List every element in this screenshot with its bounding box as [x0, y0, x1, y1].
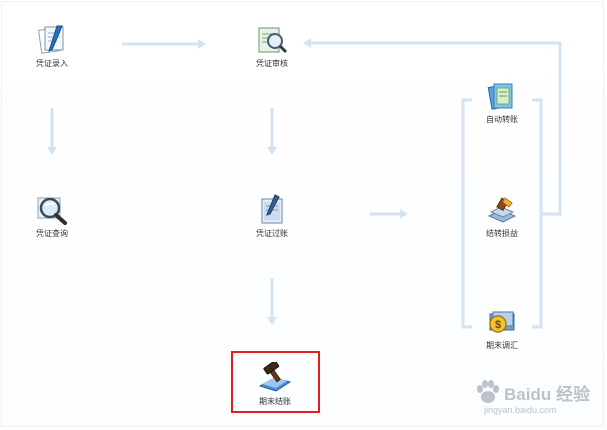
period-close-icon — [258, 362, 292, 392]
node-label: 期末结账 — [259, 397, 291, 406]
arrow-return-to-review — [311, 41, 562, 216]
baidu-jingyan-watermark: Baidu 经验 jingyan.baidu.com — [474, 376, 602, 424]
node-label: 凭证审核 — [256, 59, 288, 68]
node-profit-loss-transfer[interactable]: 结转损益 — [467, 194, 537, 239]
node-voucher-entry[interactable]: 凭证录入 — [17, 24, 87, 69]
paw-logo-icon — [477, 380, 499, 403]
node-auto-transfer[interactable]: 自动转账 — [467, 80, 537, 125]
voucher-entry-icon — [37, 25, 64, 54]
node-label: 凭证查询 — [36, 229, 68, 238]
node-label: 结转损益 — [486, 229, 518, 238]
highlight-box — [231, 351, 320, 413]
node-period-end-close[interactable]: 期末结账 — [240, 362, 310, 407]
svg-text:$: $ — [495, 319, 501, 331]
voucher-query-icon — [37, 197, 67, 225]
exchange-adjust-icon: $ — [489, 311, 515, 333]
node-voucher-review[interactable]: 凭证审核 — [237, 24, 307, 69]
group-bracket-right — [532, 98, 543, 329]
profit-loss-transfer-icon — [487, 197, 517, 223]
node-period-end-exchange[interactable]: $ 期末调汇 — [467, 306, 537, 351]
node-voucher-query[interactable]: 凭证查询 — [17, 194, 87, 239]
group-bracket-left — [461, 98, 472, 329]
node-voucher-posting[interactable]: 凭证过账 — [237, 194, 307, 239]
voucher-review-icon — [258, 27, 288, 54]
node-label: 自动转账 — [486, 115, 518, 124]
node-label: 凭证过账 — [256, 229, 288, 238]
voucher-posting-icon — [261, 194, 283, 224]
watermark-url: jingyan.baidu.com — [484, 405, 557, 415]
auto-transfer-icon — [487, 83, 513, 110]
watermark-brand: Baidu 经验 — [504, 385, 590, 404]
node-label: 凭证录入 — [36, 59, 68, 68]
node-label: 期末调汇 — [486, 341, 518, 350]
